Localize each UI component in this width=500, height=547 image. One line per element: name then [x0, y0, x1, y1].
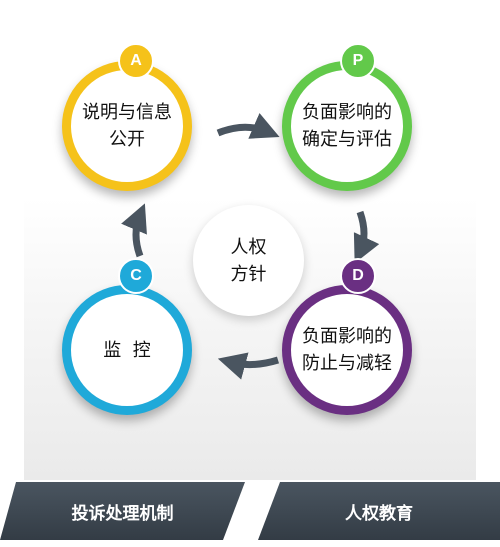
node-d-badge: D	[340, 258, 376, 294]
node-c-line1: 监 控	[103, 339, 151, 361]
node-d-circle: 负面影响的 防止与减轻	[282, 285, 412, 415]
center-line2: 方针	[230, 263, 267, 285]
footer-tab-human-rights-education: 人权教育	[258, 482, 500, 540]
node-d-line1: 负面影响的	[302, 326, 392, 347]
node-p-line2: 确定与评估	[302, 129, 392, 150]
node-a-circle: 说明与信息 公开	[62, 61, 192, 191]
center-line1: 人权	[230, 236, 267, 258]
footer-tab-complaint-mechanism: 投诉处理机制	[0, 482, 245, 540]
node-p-line1: 负面影响的	[302, 102, 392, 123]
node-a-badge: A	[118, 43, 154, 79]
arrow-c-to-a	[121, 203, 147, 258]
arrow-d-to-c	[217, 352, 280, 380]
node-a-line2: 公开	[109, 129, 145, 150]
arrow-p-to-d	[353, 210, 380, 264]
node-c-circle: 监 控	[62, 285, 192, 415]
node-c-badge: C	[118, 258, 154, 294]
node-p-badge: P	[340, 43, 376, 79]
footer-left-label: 投诉处理机制	[71, 503, 174, 524]
center-policy-circle: 人权 方针	[193, 205, 304, 316]
node-d-line2: 防止与减轻	[302, 353, 392, 374]
node-a-line1: 说明与信息	[82, 102, 172, 123]
footer-right-label: 人权教育	[345, 503, 413, 524]
node-p-circle: 负面影响的 确定与评估	[282, 61, 412, 191]
arrow-a-to-p	[216, 113, 280, 139]
